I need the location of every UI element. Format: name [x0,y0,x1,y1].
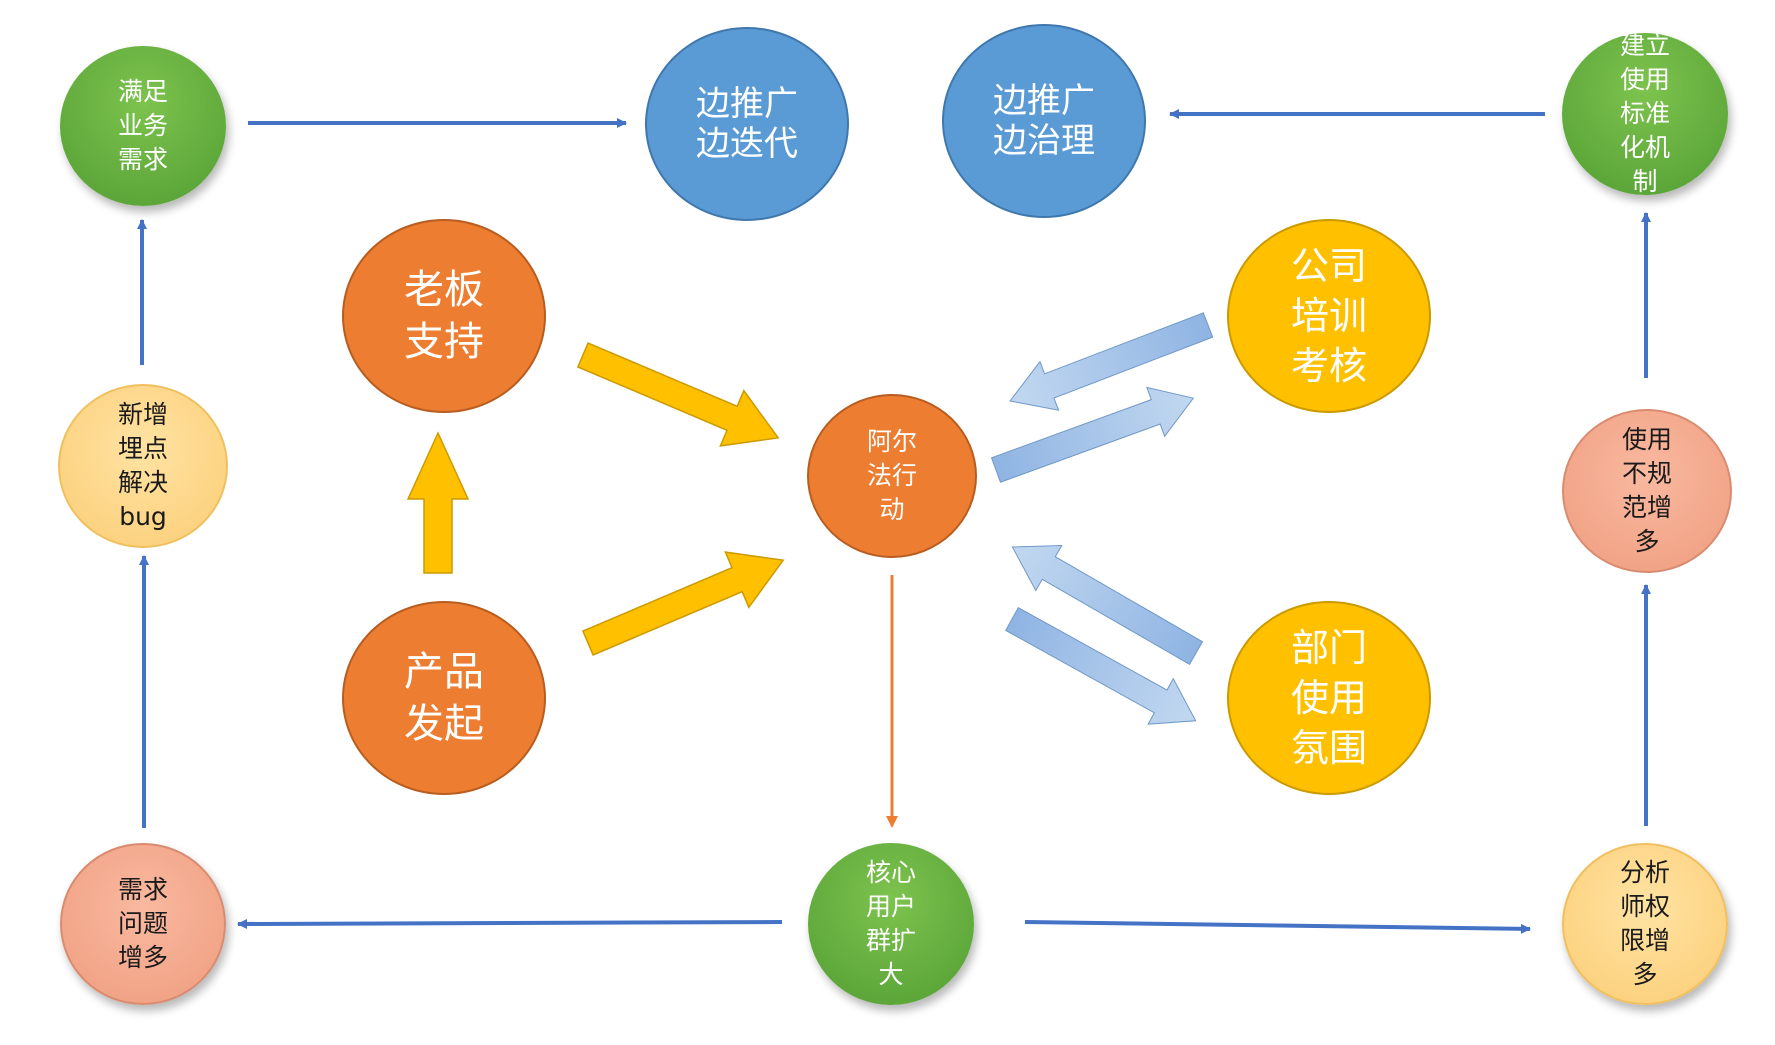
node-label-line: 限增 [1619,926,1670,955]
node-label-line: 阿尔 [866,427,917,456]
block-arrow-product-to-alpha [581,551,785,656]
node-label-line: 产品 [404,649,484,695]
node-department-atmosphere: 部门使用氛围 [1227,601,1431,795]
node-label-line: 使用 [1619,65,1670,94]
block-arrow-alpha-to-training [990,386,1195,483]
node-label-line: 建立 [1619,31,1670,60]
block-arrow-alpha-to-dept [1005,606,1197,725]
node-label-line: 使用 [1621,425,1672,454]
block-arrow-dept-to-alpha [1011,544,1204,665]
node-label-line: 核心 [865,858,916,887]
node-promote-govern: 边推广边治理 [942,24,1146,218]
node-label-line: 氛围 [1290,726,1367,770]
node-satisfy-business-needs: 满足业务需求 [60,46,226,206]
node-label-line: 动 [879,495,905,524]
node-label-line: 用户 [865,892,916,921]
node-company-training: 公司培训考核 [1227,219,1431,413]
node-standardization: 建立使用标准化机制 [1562,31,1728,196]
node-label-line: 范增 [1621,493,1672,522]
node-label-line: 多 [1634,527,1660,556]
node-label-line: 法行 [866,461,917,490]
node-label-line: 发起 [404,701,484,747]
node-label-line: 满足 [117,77,168,106]
block-arrow-boss-to-alpha [576,342,780,447]
node-label-line: 标准 [1619,99,1670,128]
node-label-line: 需求 [117,145,168,174]
node-core-users-expand: 核心用户群扩大 [808,843,974,1005]
node-label-line: 分析 [1619,858,1670,887]
node-label-line: 新增 [117,400,168,429]
node-label-line: 公司 [1290,244,1367,288]
node-misuse-increase: 使用不规范增多 [1562,409,1732,573]
node-analyst-permissions: 分析师权限增多 [1562,843,1728,1005]
node-tracking-bugfix: 新增埋点解决 bug [58,384,228,548]
arrow-core-to-issues [237,918,783,929]
arrow-core-to-perm [1024,920,1531,934]
node-label-line: bug [119,502,167,531]
node-label-line: 问题 [117,909,168,938]
node-promote-iterate: 边推广边迭代 [645,27,849,221]
node-alpha-action: 阿尔法行动 [807,394,977,558]
node-label-line: 支持 [404,319,484,365]
node-label-line: 多 [1632,960,1658,989]
node-boss-support: 老板支持 [342,219,546,413]
node-label-line: 边推广 [993,81,1095,121]
node-label-line: 边迭代 [696,124,798,164]
node-label-line: 师权 [1619,892,1670,921]
block-arrow-training-to-alpha [1009,312,1214,411]
node-label-line: 边治理 [993,121,1095,161]
block-arrow-product-to-boss [406,431,470,574]
node-label-line: 大 [878,960,904,989]
node-label-line: 制 [1632,167,1658,196]
node-label-line: 业务 [117,111,168,140]
node-label-line: 群扩 [865,926,916,955]
node-label-line: 部门 [1290,626,1367,670]
node-label-line: 培训 [1290,294,1367,338]
node-label-line: 使用 [1290,676,1367,720]
node-label-line: 考核 [1290,344,1367,388]
node-label-line: 埋点 [117,434,168,463]
node-label-line: 边推广 [696,84,798,124]
node-label-line: 解决 [117,468,168,497]
node-label-line: 化机 [1619,133,1670,162]
node-label-line: 需求 [117,875,168,904]
node-requirement-issues: 需求问题增多 [60,843,226,1005]
node-label-line: 增多 [117,943,168,972]
node-product-initiate: 产品发起 [342,601,546,795]
node-label-line: 老板 [404,267,484,313]
node-label-line: 不规 [1621,459,1672,488]
